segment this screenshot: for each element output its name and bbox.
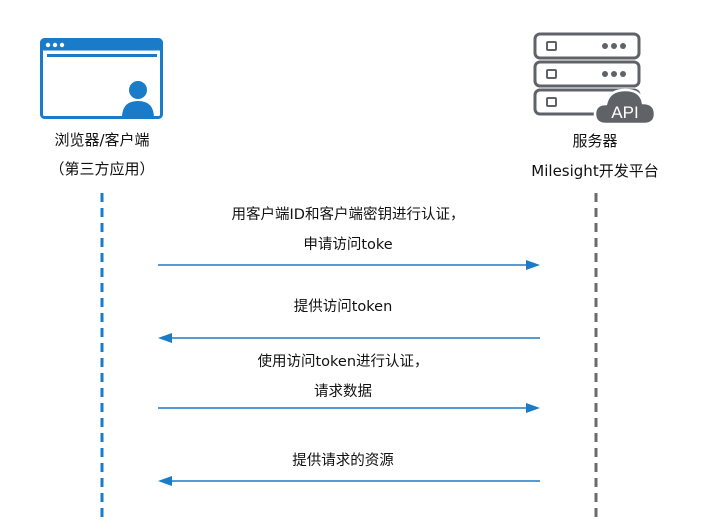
message-2-line-1: 提供访问token <box>293 299 393 315</box>
server-name: 服务器 <box>572 132 618 150</box>
cloud-icon <box>593 88 657 126</box>
message-1-line-2: 申请访问toke <box>303 237 393 253</box>
api-badge: API <box>611 103 638 122</box>
message-4-line-1: 提供请求的资源 <box>292 453 394 469</box>
server-lifeline <box>594 193 598 523</box>
browser-user-icon <box>40 38 163 119</box>
client-subtitle: （第三方应用） <box>49 160 155 178</box>
arrow-provide-resource <box>158 476 540 486</box>
client-lifeline <box>100 193 104 523</box>
server-subtitle: Milesight开发平台 <box>531 162 659 180</box>
message-3-line-2: 请求数据 <box>314 384 372 400</box>
message-1-line-1: 用客户端ID和客户端密钥进行认证， <box>231 207 465 223</box>
message-3-line-1: 使用访问token进行认证， <box>257 354 429 370</box>
server-stack-icon: API <box>533 32 657 126</box>
arrow-provide-token <box>158 333 540 343</box>
arrow-request-data <box>158 403 540 413</box>
client-name: 浏览器/客户端 <box>54 131 150 149</box>
arrow-request-token <box>158 260 540 270</box>
